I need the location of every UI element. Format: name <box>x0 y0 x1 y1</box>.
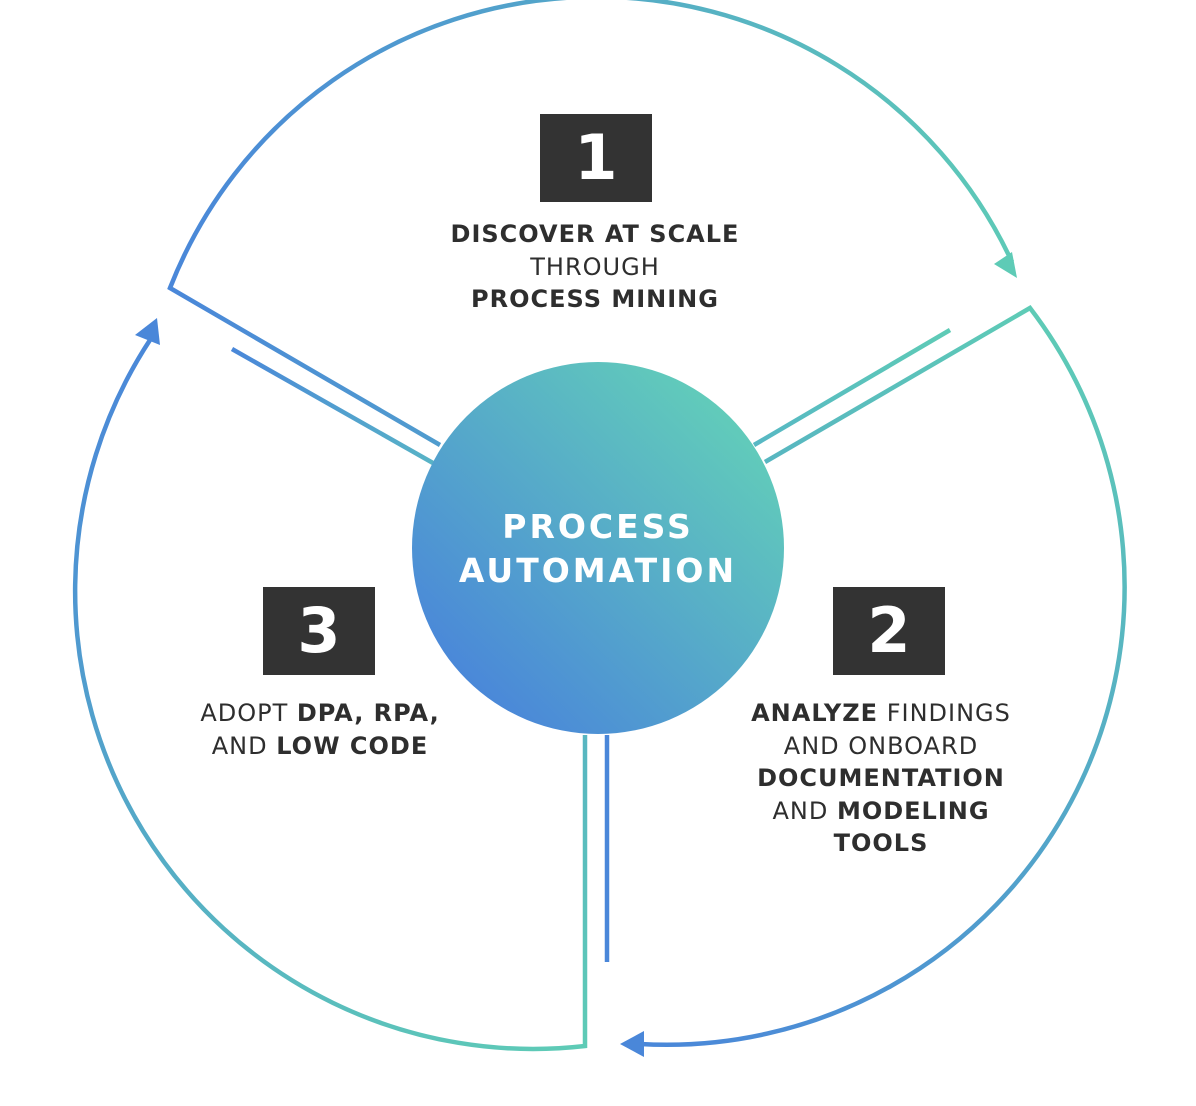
step-1-number-badge: 1 <box>540 114 652 202</box>
label-text: AND <box>211 731 277 760</box>
label-text: AND <box>772 796 837 825</box>
cycle-arc-right <box>639 305 1127 1047</box>
step-1-label-line: PROCESS MINING <box>395 283 795 316</box>
step-1-label-line: THROUGH <box>395 251 795 284</box>
label-bold-text: MODELING <box>836 796 990 825</box>
label-text: FINDINGS <box>878 699 1011 727</box>
step-3-label-line: AND LOW CODE <box>170 730 470 763</box>
spoke-inner-right <box>752 328 952 447</box>
step-3-label-line: ADOPT DPA, RPA, <box>170 697 470 730</box>
arrow-head-left <box>135 318 160 345</box>
spoke-inner-left <box>230 347 435 465</box>
cycle-arc-top <box>167 0 1015 447</box>
label-bold-text: DISCOVER AT SCALE <box>450 220 740 248</box>
center-title: PROCESS AUTOMATION <box>413 505 783 593</box>
label-text: ADOPT <box>200 699 297 727</box>
step-2-label-line: AND ONBOARD <box>731 730 1031 763</box>
step-2-number-badge: 2 <box>833 587 945 675</box>
label-bold-text: PROCESS MINING <box>471 285 719 313</box>
step-2-label-line: ANALYZE FINDINGS <box>731 697 1031 730</box>
step-2-label-line: TOOLS <box>731 827 1031 860</box>
label-bold-text: DOCUMENTATION <box>757 764 1005 792</box>
label-bold-text: ANALYZE <box>751 699 879 727</box>
label-bold-text: DPA, RPA, <box>296 699 440 727</box>
center-title-line-1: PROCESS <box>502 507 694 546</box>
center-title-line-2: AUTOMATION <box>458 551 738 590</box>
step-2-label-line: AND MODELING <box>731 795 1031 828</box>
arrow-head-bottom <box>620 1031 644 1057</box>
step-3-number-badge: 3 <box>263 587 375 675</box>
step-3-label: ADOPT DPA, RPA,AND LOW CODE <box>170 697 470 762</box>
label-bold-text: LOW CODE <box>276 731 429 760</box>
label-text: AND ONBOARD <box>783 731 979 760</box>
label-bold-text: TOOLS <box>833 829 929 857</box>
step-1-label: DISCOVER AT SCALE THROUGH PROCESS MINING <box>395 218 795 316</box>
center-circle <box>412 362 784 734</box>
step-1-label-line: DISCOVER AT SCALE <box>395 218 795 251</box>
label-text: THROUGH <box>530 252 660 281</box>
step-2-label-line: DOCUMENTATION <box>731 762 1031 795</box>
cycle-arc-left <box>72 338 588 1052</box>
arrow-head-top-right <box>994 252 1017 278</box>
